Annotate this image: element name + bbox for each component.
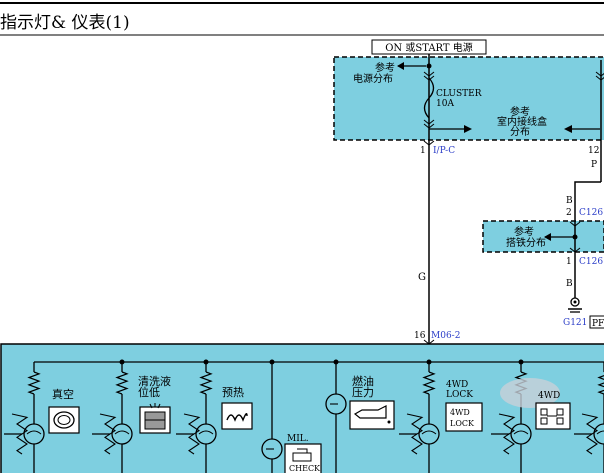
power-distribution-box <box>333 56 604 141</box>
main-wire-color: G <box>418 272 426 283</box>
junction-dot <box>426 63 432 69</box>
junction-arrow-left-icon <box>564 125 572 133</box>
fuse-terminal-top-icon <box>423 71 435 81</box>
lamp-4wd-lock <box>399 362 440 473</box>
ground-distribution-box <box>482 220 604 253</box>
gauge-oil-pressure-icon <box>325 362 347 473</box>
label-lock-line2: LOCK <box>446 390 473 400</box>
ground-ref-line2: 搭铁分布 <box>506 236 546 249</box>
label-oil-line2: 压力 <box>352 386 374 399</box>
ground-junction-dot <box>572 234 578 240</box>
lamp-preheat <box>176 362 217 473</box>
fuse-name: CLUSTER <box>436 89 482 99</box>
4wd-indicator-icon <box>535 402 571 430</box>
label-lock-line1: 4WD <box>446 380 468 390</box>
page-title: 指示灯& 仪表(1) <box>0 13 130 33</box>
junction-arrow-right-icon <box>464 125 472 133</box>
ref-power-dist-line1: 参考 <box>375 61 395 74</box>
pin-right-wire: P <box>591 160 597 170</box>
lock-icon-line2: LOCK <box>450 419 475 428</box>
right-terminal-icon <box>595 71 604 81</box>
main-wire-pin: 16 <box>414 331 426 341</box>
check-engine-indicator-icon <box>284 443 322 473</box>
preheat-indicator-icon <box>221 402 253 430</box>
pin1-connector: C126 <box>579 257 603 267</box>
label-vacuum: 真空 <box>52 387 74 401</box>
lamp-circuits <box>4 362 604 473</box>
pin1-num: 1 <box>566 257 572 267</box>
label-preheat: 预热 <box>222 386 244 399</box>
b-wire-top <box>574 181 601 210</box>
ref-arrow-head-icon <box>397 62 404 70</box>
ground-terminal-bottom-icon <box>569 247 581 253</box>
lamp-washer <box>92 362 133 473</box>
lamp-mil-icon <box>261 362 283 473</box>
pin-left-connector: I/P-C <box>433 146 455 156</box>
label-washer-line1: 清洗液 <box>138 374 171 388</box>
label-mil-line1: MIL. <box>287 434 309 444</box>
main-wire-connector: M06-2 <box>431 331 460 341</box>
label-washer-line2: 位低 <box>138 385 160 399</box>
washer-level-indicator-icon <box>139 403 171 434</box>
highlight-blob <box>500 378 560 408</box>
lock-icon-line1: 4WD <box>450 408 470 417</box>
wire-b-bottom: B <box>566 279 573 289</box>
ref-junction-line3: 分布 <box>510 126 530 138</box>
ground-ref-line1: 参考 <box>514 225 534 238</box>
lamp-right-edge <box>574 362 604 473</box>
pin2-num: 2 <box>566 208 572 218</box>
lamp-vacuum <box>4 362 45 473</box>
pin-right-num: 12 <box>588 146 599 156</box>
source-label: ON 或START 电源 <box>385 41 473 54</box>
ground-box-outline <box>589 315 604 329</box>
label-4wd: 4WD <box>538 391 560 401</box>
oil-pressure-indicator-icon <box>349 400 395 430</box>
ref-power-dist-line2: 电源分布 <box>353 72 393 85</box>
ground-terminal-top-icon <box>569 221 581 227</box>
ground-symbol-icon <box>568 297 582 313</box>
lamp-right-edge-bulb-icon <box>593 423 604 445</box>
fuse-terminal-bottom-icon <box>423 119 435 129</box>
pin2-connector: C126 <box>579 208 603 218</box>
4wd-lock-indicator-icon <box>445 402 483 432</box>
vacuum-indicator-icon <box>48 406 80 434</box>
wire-b-top: B <box>566 196 573 206</box>
ground-id: G121 <box>563 318 587 328</box>
ref-junction-line2: 室内接线盒 <box>497 115 547 128</box>
fuse-icon <box>423 77 435 119</box>
label-mil-line2: CHECK <box>289 464 321 473</box>
ref-junction-line1: 参考 <box>510 105 530 118</box>
ground-ref-arrow-icon <box>544 233 551 241</box>
ground-box-label: PF <box>592 319 604 329</box>
fuse-rating: 10A <box>436 99 454 109</box>
label-oil-line1: 燃油 <box>352 374 374 388</box>
pin-left-num: 1 <box>420 146 426 156</box>
